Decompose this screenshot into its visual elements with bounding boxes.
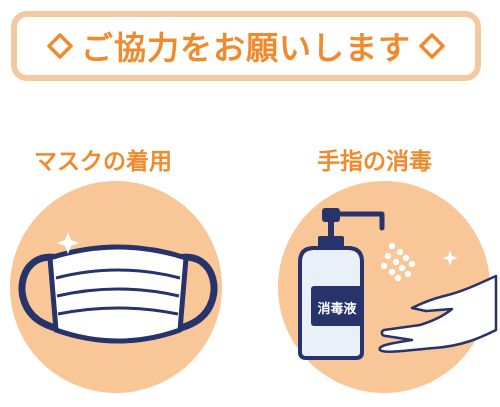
face-mask-icon — [18, 244, 218, 344]
section-label-sanitize: 手指の消毒 — [317, 149, 432, 175]
sparkle-icon — [57, 232, 79, 254]
bottle-label: 消毒液 — [317, 302, 357, 317]
spray-mist-icon — [380, 242, 416, 282]
banner: ご協力をお願いします — [11, 11, 481, 81]
diamond-outline-icon — [419, 33, 445, 59]
section-label-mask: マスクの着用 — [34, 149, 172, 175]
hand-icon — [378, 274, 498, 353]
diamond-outline-icon — [47, 33, 73, 59]
banner-title: ご協力をお願いします — [80, 29, 411, 67]
sparkle-icon — [442, 250, 458, 266]
hand-sanitizer-icon — [298, 208, 385, 360]
